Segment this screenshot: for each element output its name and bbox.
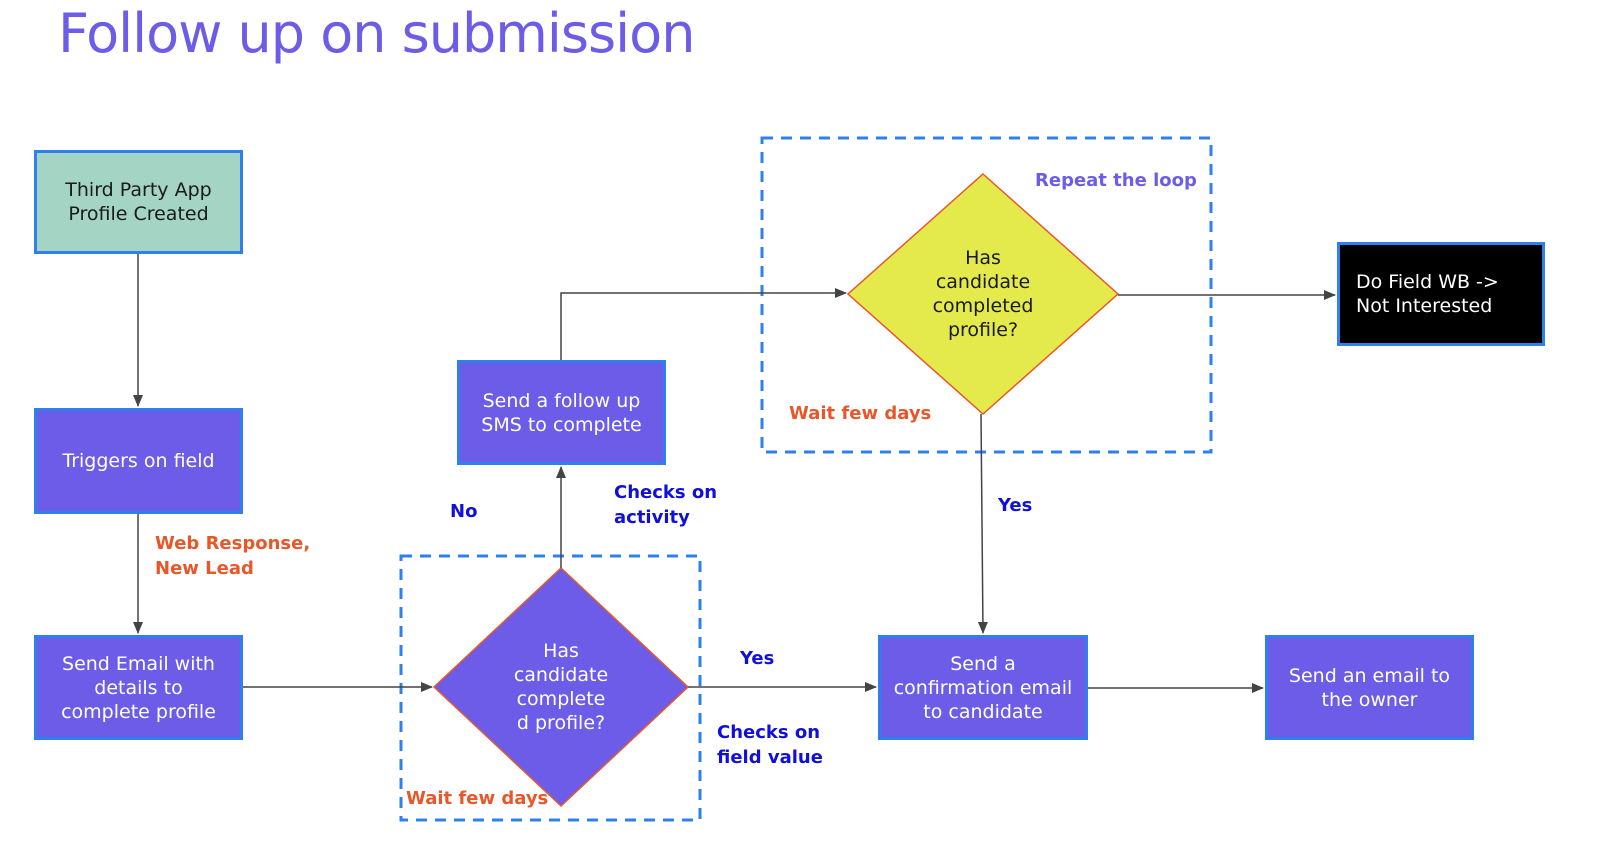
followup-sms-node-label: Send a follow up SMS to complete — [481, 389, 642, 436]
checks-field-label: Checks on field value — [717, 722, 823, 768]
confirm-email-node: Send a confirmation email to candidate — [878, 635, 1088, 740]
decision1-label: Has candidate complete d profile? — [513, 640, 609, 734]
decision-diamond-1 — [432, 566, 690, 808]
decision-diamond-2 — [846, 172, 1120, 416]
wait-group-box-1 — [399, 554, 702, 822]
do-field-node-label: Do Field WB -> Not Interested — [1356, 271, 1499, 317]
yes-label-1: Yes — [740, 648, 775, 669]
owner-email-node-label: Send an email to the owner — [1288, 664, 1451, 711]
start-node-label: Third Party App Profile Created — [65, 179, 212, 225]
owner-email-node: Send an email to the owner — [1265, 635, 1474, 740]
wait-label-2: Wait few days — [789, 403, 932, 424]
yes-label-2: Yes — [998, 495, 1033, 516]
wait-label-1: Wait few days — [406, 788, 549, 809]
checks-activity-label: Checks on activity — [614, 482, 718, 528]
send-email-node: Send Email with details to complete prof… — [34, 635, 243, 740]
page-title: Follow up on submission — [58, 2, 695, 65]
triggers-node-label: Triggers on field — [62, 450, 215, 472]
do-field-node: Do Field WB -> Not Interested — [1337, 242, 1545, 346]
send-email-node-label: Send Email with details to complete prof… — [61, 652, 216, 723]
confirm-email-node-label: Send a confirmation email to candidate — [893, 652, 1073, 723]
decision2-label: Has candidate completed profile? — [932, 247, 1034, 341]
repeat-loop-label: Repeat the loop — [1035, 170, 1197, 191]
no-label: No — [450, 501, 478, 522]
web-response-label: Web Response, New Lead — [155, 533, 311, 579]
connector-decision2-to-confirm — [977, 413, 988, 634]
wait-group-box-2 — [760, 136, 1213, 454]
connector-sms-to-decision2 — [560, 288, 847, 360]
followup-sms-node: Send a follow up SMS to complete — [457, 360, 666, 465]
triggers-node: Triggers on field — [34, 408, 243, 514]
start-node: Third Party App Profile Created — [34, 150, 243, 254]
